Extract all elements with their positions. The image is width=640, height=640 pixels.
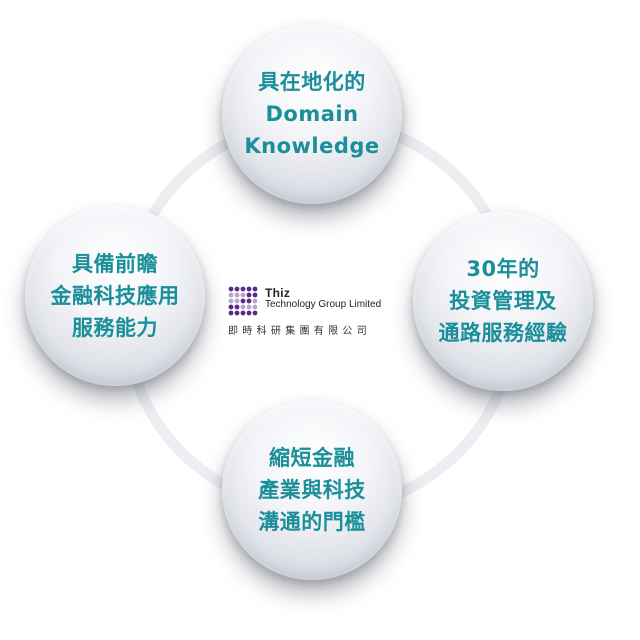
logo-dot-grid-icon [228,286,258,316]
logo-title: Thiz [265,286,291,300]
bubble-right-line-2: 投資管理及 [449,289,557,313]
bubble-left-line-2: 金融科技應用 [50,284,180,308]
bubble-left-line-1: 具備前瞻 [72,252,158,276]
bubble-local-domain-knowledge: 具在地化的 Domain Knowledge [222,24,402,204]
bubble-top-line-3: Knowledge [244,134,380,158]
bubble-bottom-line-1: 縮短金融 [269,446,355,470]
bubble-bridge-finance-tech: 縮短金融 產業與科技 溝通的門檻 [222,400,402,580]
bubble-right-line-1: 30年的 [466,257,540,281]
bubble-fintech-capability: 具備前瞻 金融科技應用 服務能力 [25,206,205,386]
logo-subtitle: Technology Group Limited [265,299,382,310]
bubble-bottom-line-3: 溝通的門檻 [258,510,366,534]
bubble-top-line-2: Domain [265,102,359,126]
bubble-top-line-1: 具在地化的 [258,70,366,94]
bubble-left-line-3: 服務能力 [72,316,158,340]
bubble-investment-experience: 30年的 投資管理及 通路服務經驗 [413,211,593,391]
bubble-bottom-line-2: 產業與科技 [258,478,366,502]
bubble-right-line-3: 通路服務經驗 [438,321,568,345]
logo-chinese-name: 即時科研集團有限公司 [228,326,371,337]
company-logo: Thiz Technology Group Limited 即時科研集團有限公司 [228,286,403,337]
